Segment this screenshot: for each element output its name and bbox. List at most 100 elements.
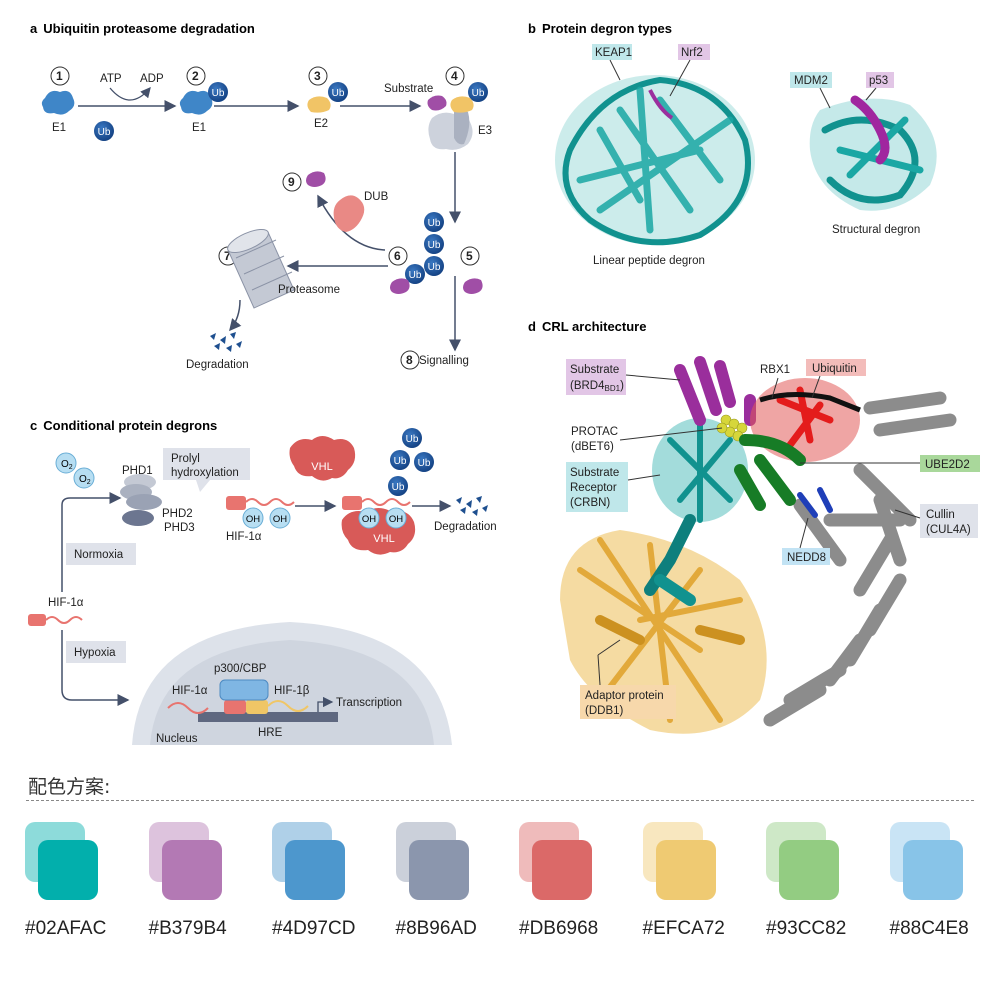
transcription-label: Transcription	[336, 697, 402, 709]
dub-label: DUB	[364, 191, 389, 203]
oh-4: OH	[389, 514, 403, 525]
keap1-label: KEAP1	[595, 47, 632, 59]
color-swatch: #93CC82	[766, 822, 876, 947]
ube2d2-label: UBE2D2	[925, 459, 970, 471]
mdm2-label: MDM2	[794, 75, 828, 87]
svg-text:(BRD4BD1): (BRD4BD1)	[570, 380, 624, 393]
step-9: 9	[288, 175, 295, 189]
substrate-9-icon	[306, 171, 326, 187]
protac-label-2: (dBET6)	[571, 441, 614, 453]
color-swatch: #8B96AD	[395, 822, 506, 947]
panel-a-title: Ubiquitin proteasome degradation	[43, 21, 255, 36]
ddb1-structure	[560, 530, 767, 734]
svg-text:O2: O2	[61, 459, 73, 471]
ub-e3: Ub	[472, 88, 485, 99]
phd1-label: PHD1	[122, 465, 153, 477]
substrate-5-icon	[463, 278, 483, 294]
ddb1-label-2: (DDB1)	[585, 705, 624, 717]
e2-label: E2	[314, 118, 328, 130]
figure: a Ubiquitin proteasome degradation 1 2 3 …	[28, 21, 980, 745]
panel-a-letter: a	[30, 21, 38, 36]
swatch-dark-square	[38, 840, 98, 900]
ub-chain-3: Ub	[428, 262, 441, 273]
normoxia-label: Normoxia	[74, 549, 124, 561]
o2-sub-1: 2	[69, 464, 73, 471]
hre-label: HRE	[258, 727, 283, 739]
step-6: 6	[394, 249, 401, 263]
swatch-hex-label: #02AFAC	[25, 918, 107, 939]
ddb1-label-1: Adaptor protein	[585, 690, 664, 702]
keap1-structure	[555, 75, 755, 246]
ube2d2-structure	[734, 434, 806, 511]
color-swatch: #88C4E8	[889, 822, 1000, 947]
brd4-structure	[674, 356, 756, 426]
vhl-complex-icon: OH OH VHL	[341, 496, 416, 555]
panel-c-letter: c	[30, 418, 37, 433]
ub-icons-c: Ub Ub Ub Ub	[388, 428, 434, 496]
nrf2-label: Nrf2	[681, 47, 703, 59]
ub-e2: Ub	[332, 88, 345, 99]
nedd8-structure	[797, 487, 833, 518]
swatch-hex-label: #B379B4	[148, 918, 227, 939]
ub-c-4: Ub	[392, 482, 405, 493]
color-swatch-list: #02AFAC#B379B4#4D97CD#8B96AD#DB6968#EFCA…	[0, 822, 1000, 962]
panel-d-title: CRL architecture	[542, 319, 647, 334]
degradation-label-c: Degradation	[434, 521, 497, 533]
oh-3: OH	[362, 514, 376, 525]
atp-label: ATP	[100, 73, 122, 85]
hif1a-free-label: HIF-1α	[48, 597, 84, 609]
brd4-label-2: (BRD4	[570, 380, 605, 392]
swatch-dark-square	[532, 840, 592, 900]
panel-c-title: Conditional protein degrons	[43, 418, 217, 433]
degradation-fragments-a	[210, 332, 242, 352]
swatch-dark-square	[161, 840, 222, 900]
p53-label: p53	[869, 75, 888, 87]
step-8: 8	[406, 353, 413, 367]
o2-sub-2: 2	[87, 479, 91, 486]
phd2-label: PHD2	[162, 508, 193, 520]
ub-free: Ub	[98, 127, 111, 138]
vhl-ligase-icon: VHL	[289, 436, 356, 481]
e3-label: E3	[478, 125, 492, 137]
adp-label: ADP	[140, 73, 164, 85]
step-7: 7	[224, 249, 231, 263]
ub-c-2: Ub	[394, 456, 407, 467]
ub-c-3: Ub	[418, 458, 431, 469]
o2-label-1: O	[61, 459, 69, 470]
swatch-dark-square	[408, 840, 469, 900]
step-2: 2	[192, 69, 199, 83]
step-3: 3	[314, 69, 321, 83]
e2-protein-icon	[307, 96, 331, 113]
panel-b-letter: b	[528, 21, 536, 36]
phd-enzymes-icon	[120, 474, 162, 526]
brd4-label-1: Substrate	[570, 364, 619, 376]
mdm2-structure	[809, 95, 937, 211]
substrate-icon	[427, 95, 447, 111]
panel-a: a Ubiquitin proteasome degradation 1 2 3 …	[30, 21, 492, 371]
swatch-hex-label: #8B96AD	[395, 918, 477, 939]
protac-label-1: PROTAC	[571, 426, 618, 438]
swatch-hex-label: #DB6968	[519, 918, 599, 939]
rbx1-structure	[759, 391, 861, 413]
swatch-dark-square	[655, 840, 716, 900]
swatch-hex-label: #93CC82	[766, 918, 847, 939]
signalling-label: Signalling	[419, 355, 469, 367]
ubiquitin-structure	[750, 378, 860, 462]
cullin-label-1: Cullin	[926, 509, 955, 521]
brd4-label-3: )	[620, 380, 624, 392]
substrate-6-icon	[390, 278, 410, 294]
hif1b-label: HIF-1β	[274, 685, 310, 697]
structural-degron-label: Structural degron	[832, 224, 920, 236]
hypoxia-label: Hypoxia	[74, 647, 116, 659]
vhl-label-bound: VHL	[373, 533, 394, 545]
e1-label-1: E1	[52, 122, 66, 134]
svg-text:O2: O2	[79, 474, 91, 486]
step-markers: 1 2 3 4 5 6 7 8 9	[50, 66, 480, 370]
substrate-label: Substrate	[384, 83, 433, 95]
